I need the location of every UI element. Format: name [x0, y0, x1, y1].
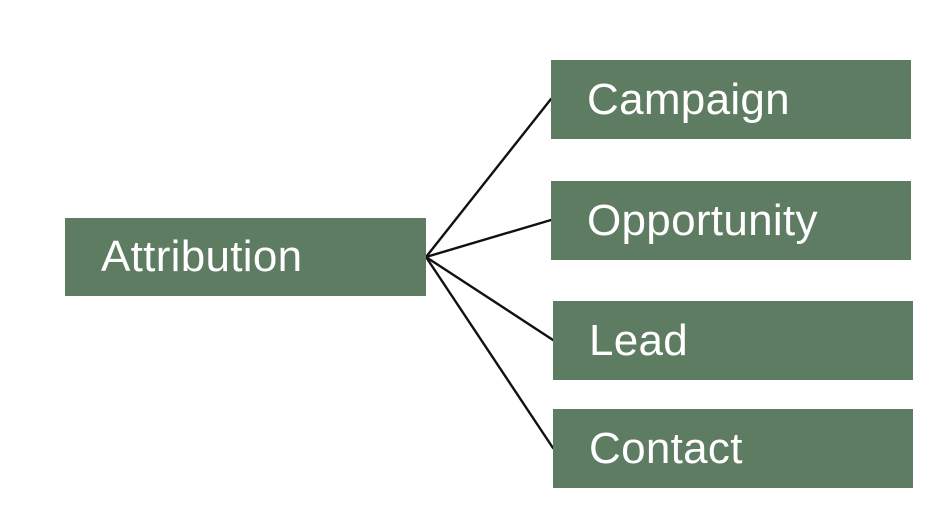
- root-node-attribution: Attribution: [65, 218, 426, 296]
- connector-opportunity: [424, 218, 553, 259]
- child-node-contact: Contact: [553, 409, 913, 488]
- child-node-opportunity: Opportunity: [551, 181, 911, 260]
- child-node-lead: Lead: [553, 301, 913, 380]
- child-node-campaign: Campaign: [551, 60, 911, 139]
- connector-campaign: [424, 97, 553, 259]
- connector-lead: [424, 255, 555, 342]
- connector-contact: [424, 255, 555, 450]
